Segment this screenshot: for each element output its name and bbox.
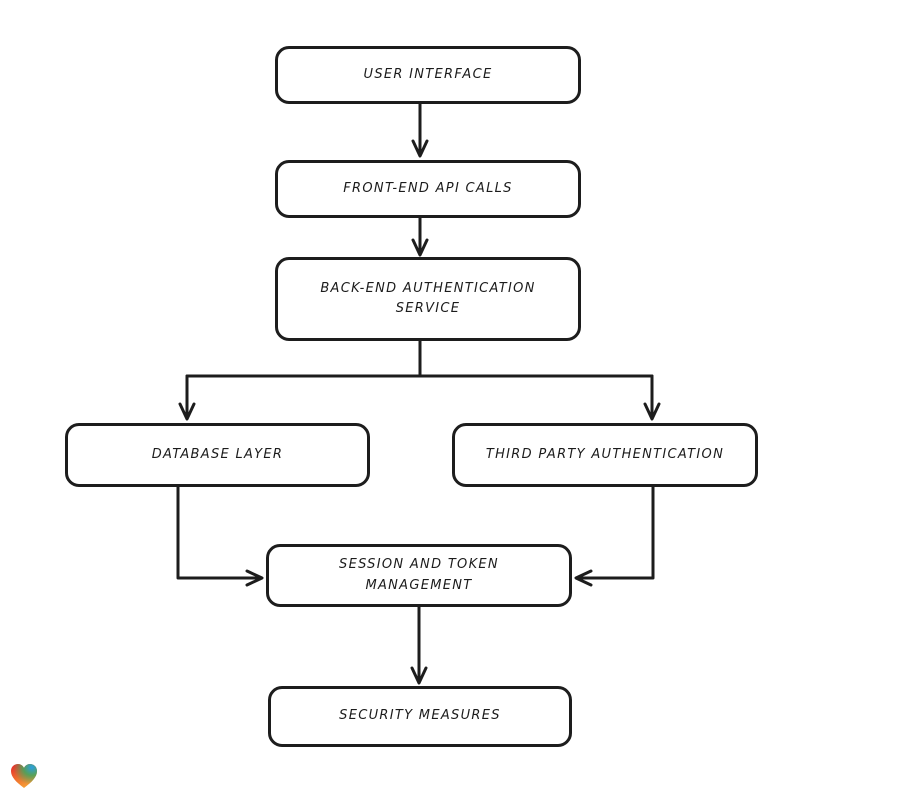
node-security-measures: SECURITY MEASURES (268, 686, 572, 747)
node-third-party-authentication-label: THIRD PARTY AUTHENTICATION (485, 446, 725, 462)
node-security-measures-label: SECURITY MEASURES (339, 708, 501, 724)
node-user-interface: USER INTERFACE (275, 46, 581, 104)
node-front-end-api-calls: FRONT-END API CALLS (275, 160, 581, 218)
edge-third-party-auth-to-session-token (574, 485, 655, 587)
node-session-and-token-management: SESSION AND TOKEN MANAGEMENT (266, 544, 572, 607)
node-third-party-authentication: THIRD PARTY AUTHENTICATION (452, 423, 758, 487)
arrowhead-down-icon (411, 139, 429, 158)
node-front-end-api-calls-label: FRONT-END API CALLS (343, 180, 513, 196)
edge-session-token-to-security-measures (410, 605, 428, 685)
heart-icon (11, 764, 37, 788)
node-back-end-authentication-service-label: BACK-END AUTHENTICATION SERVICE (320, 280, 536, 316)
edge-back-end-auth-branch (178, 339, 661, 421)
edge-front-end-api-calls-to-back-end-auth (411, 216, 429, 257)
arrowhead-down-icon (410, 666, 428, 685)
arrowhead-left-icon (574, 569, 593, 587)
node-user-interface-label: USER INTERFACE (363, 66, 493, 82)
edge-database-layer-to-session-token (176, 485, 264, 587)
node-back-end-authentication-service: BACK-END AUTHENTICATION SERVICE (275, 257, 581, 341)
arrowhead-down-icon (411, 238, 429, 257)
arrowhead-right-icon (245, 569, 264, 587)
edge-user-interface-to-front-end-api-calls (411, 102, 429, 158)
node-database-layer: DATABASE LAYER (65, 423, 370, 487)
heart-logo[interactable] (8, 760, 40, 792)
node-session-and-token-management-label: SESSION AND TOKEN MANAGEMENT (339, 557, 499, 593)
arrowhead-down-icon (178, 402, 196, 421)
arrowhead-down-icon (643, 402, 661, 421)
node-database-layer-label: DATABASE LAYER (151, 446, 284, 462)
